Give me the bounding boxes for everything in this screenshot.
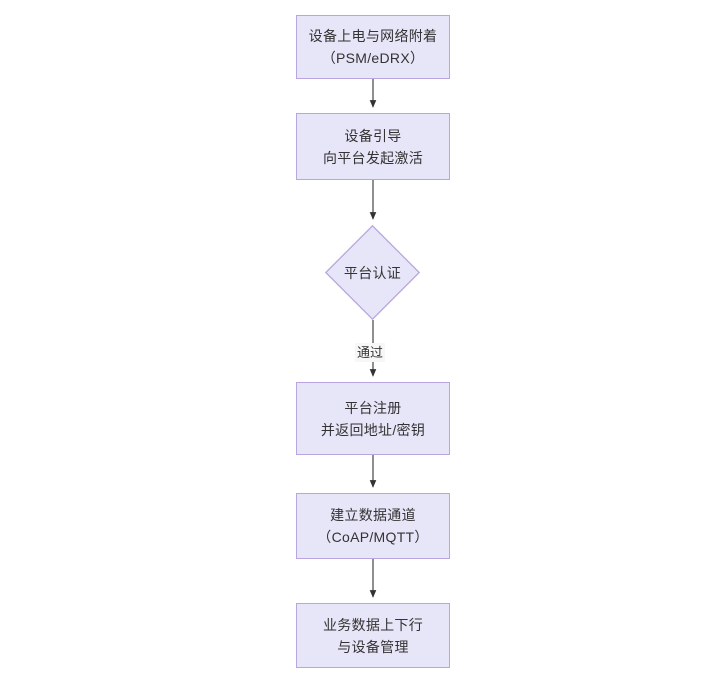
node-label-line: （PSM/eDRX） [321, 50, 425, 66]
node-business-data-and-device-management[interactable]: 业务数据上下行 与设备管理 [296, 603, 450, 668]
node-label-line: 平台认证 [343, 264, 402, 281]
node-label-line: 平台注册 [344, 399, 402, 416]
node-device-power-on[interactable]: 设备上电与网络附着 （PSM/eDRX） [296, 15, 450, 79]
node-label-line: 业务数据上下行 [322, 616, 424, 633]
node-platform-authentication[interactable]: 平台认证 [325, 225, 420, 320]
node-label-line: 向平台发起激活 [322, 149, 424, 166]
node-label-line: （CoAP/MQTT） [317, 529, 429, 545]
node-device-bootstrap[interactable]: 设备引导 向平台发起激活 [296, 113, 450, 180]
node-label-line: 设备引导 [344, 127, 402, 144]
node-label-line: 建立数据通道 [330, 507, 416, 523]
node-label-line: 并返回地址/密钥 [320, 421, 426, 438]
diamond-shape-icon [325, 225, 420, 320]
node-establish-data-channel[interactable]: 建立数据通道 （CoAP/MQTT） [296, 493, 450, 559]
node-label-line: 与设备管理 [337, 638, 409, 655]
edge-label-pass: 通过 [355, 343, 386, 362]
node-label-line: 设备上电与网络附着 [308, 28, 438, 44]
node-platform-registration[interactable]: 平台注册 并返回地址/密钥 [296, 382, 450, 455]
